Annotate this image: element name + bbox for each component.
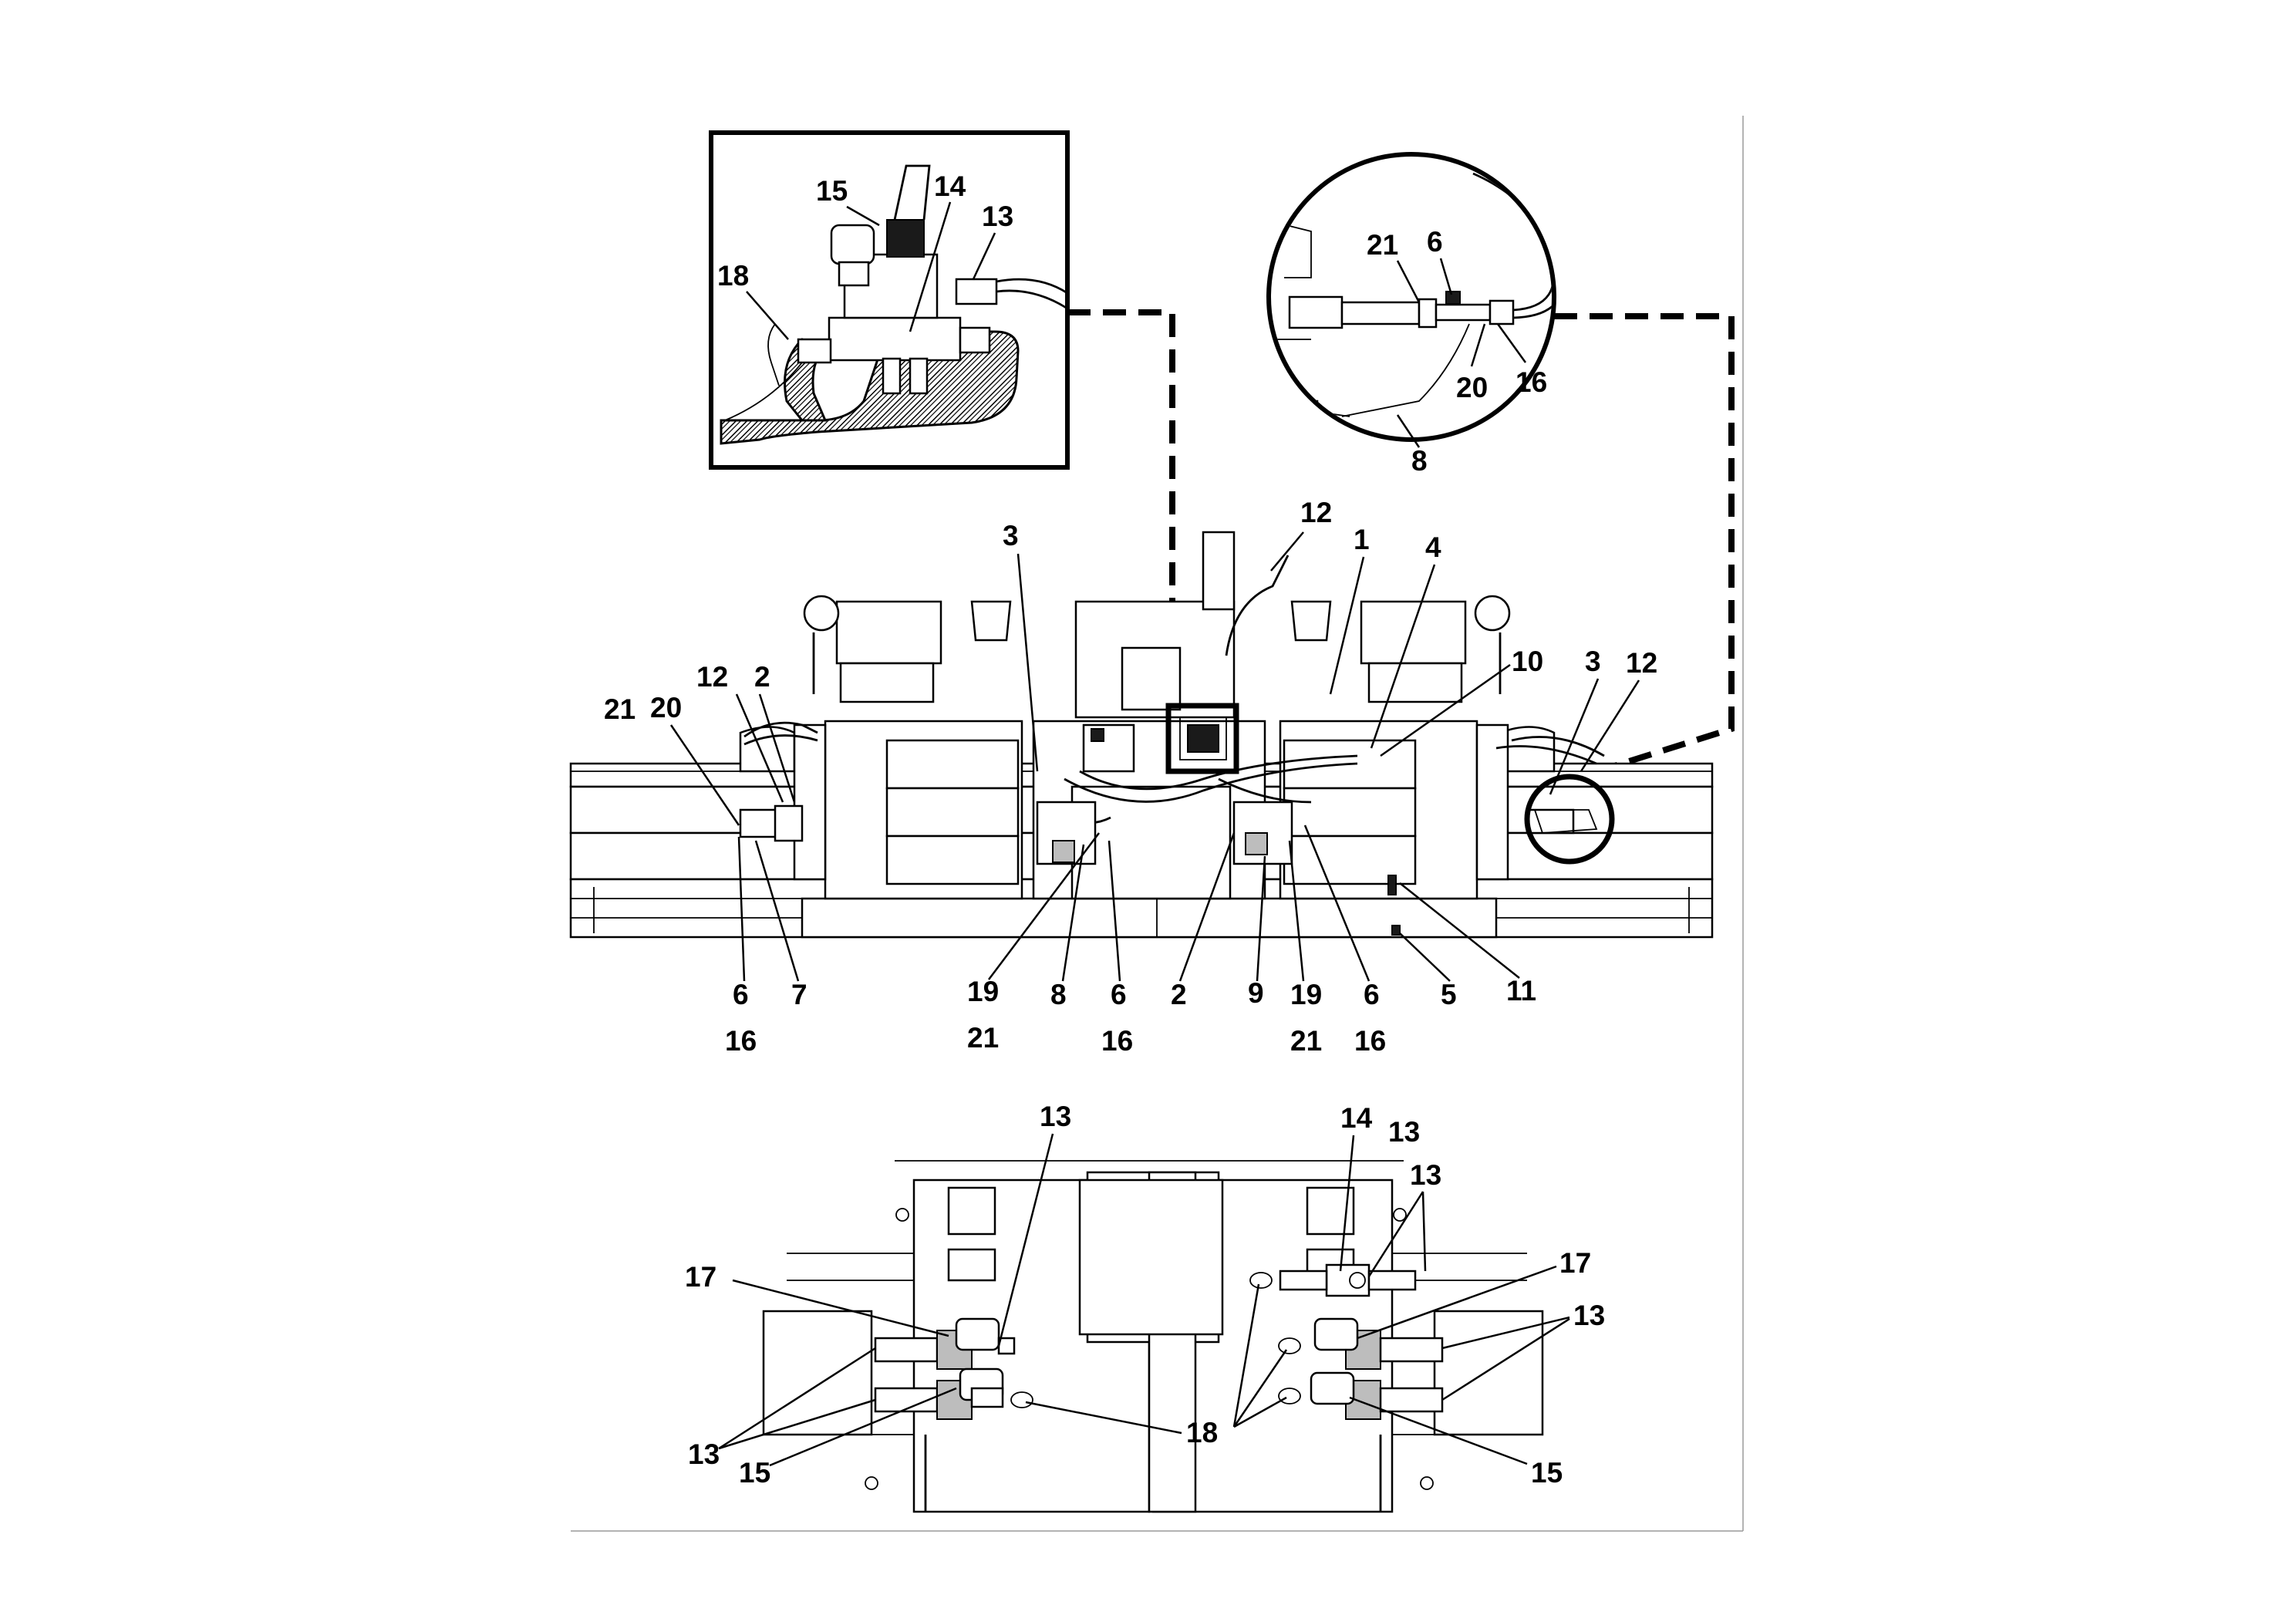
callout-15: 15	[816, 175, 848, 207]
bottom-assembly-view	[762, 1160, 1544, 1513]
inset-valve-callouts: 15 14 13 18	[717, 170, 1013, 340]
callout-17a: 17	[685, 1261, 716, 1293]
callout-20: 20	[1456, 372, 1488, 403]
callout-13b: 13	[1410, 1159, 1441, 1191]
callout-14: 14	[1340, 1102, 1373, 1134]
inset-circle-callouts: 21 6 20 16 8	[1367, 226, 1547, 477]
callout-2a: 2	[754, 661, 770, 693]
callout-16: 16	[1515, 366, 1547, 398]
callout-2b: 2	[1171, 979, 1187, 1010]
callout-13a: 13	[1040, 1101, 1071, 1132]
callout-16c: 16	[1354, 1025, 1386, 1057]
callout-15b: 15	[1531, 1457, 1563, 1489]
callout-17b: 17	[1559, 1247, 1591, 1279]
callout-19b: 19	[1290, 979, 1322, 1010]
callout-6b: 6	[1111, 979, 1127, 1010]
callout-18: 18	[1186, 1417, 1218, 1448]
callout-9: 9	[1248, 977, 1264, 1009]
callout-15a: 15	[739, 1457, 770, 1489]
callout-6c: 6	[1364, 979, 1380, 1010]
inset-link-left	[1067, 309, 1175, 702]
inset-link-right	[1554, 313, 1735, 776]
callout-4: 4	[1425, 531, 1441, 563]
callout-21b: 21	[967, 1022, 999, 1054]
callout-18: 18	[717, 260, 749, 292]
callout-13d: 13	[688, 1438, 720, 1470]
callout-12c: 12	[696, 661, 728, 693]
callout-7: 7	[791, 979, 807, 1010]
callout-21c: 21	[1290, 1025, 1322, 1057]
callout-5: 5	[1441, 979, 1457, 1010]
bottom-view-callouts: 13 14 13 17 17 13 13 15 18 13 15	[685, 1101, 1605, 1489]
main-view-callouts: 3 12 1 4 10 3 12 21 20 12 2 6 7 16 19 21…	[604, 497, 1657, 1057]
callout-13: 13	[982, 201, 1013, 232]
callout-1: 1	[1354, 524, 1370, 555]
callout-19a: 19	[967, 976, 999, 1007]
callout-16b: 16	[1101, 1025, 1133, 1057]
callout-12b: 12	[1626, 647, 1657, 679]
callout-10: 10	[1512, 646, 1543, 677]
callout-21a: 21	[604, 693, 636, 725]
main-assembly-view	[569, 531, 1714, 939]
inset-circle-detail	[1266, 152, 1556, 442]
callout-13c: 13	[1573, 1300, 1605, 1331]
page-frame	[571, 116, 1744, 1532]
callout-11: 11	[1506, 975, 1536, 1007]
callout-3a: 3	[1003, 520, 1019, 551]
inset-valve-detail	[709, 130, 1070, 470]
callout-8: 8	[1411, 445, 1428, 477]
callout-21: 21	[1367, 229, 1398, 261]
callout-6a: 6	[733, 979, 749, 1010]
callout-3b: 3	[1585, 646, 1601, 677]
callout-8: 8	[1050, 979, 1067, 1010]
callout-6: 6	[1427, 226, 1443, 258]
callout-14: 14	[934, 170, 966, 202]
callout-12a: 12	[1300, 497, 1332, 528]
callout-20a: 20	[650, 692, 682, 723]
callout-13e: 13	[1388, 1116, 1420, 1148]
callout-16a: 16	[725, 1025, 757, 1057]
